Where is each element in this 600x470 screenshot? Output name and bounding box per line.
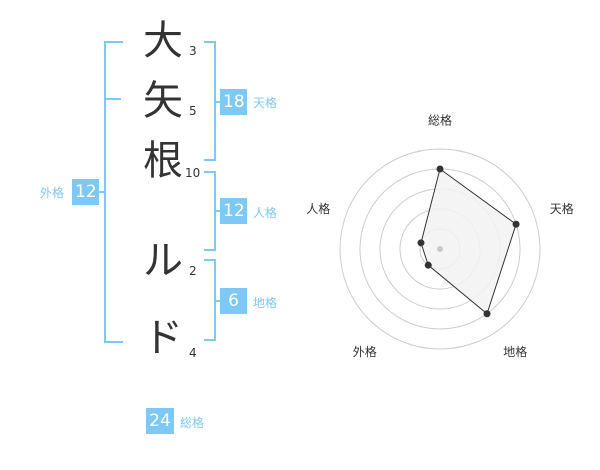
chikaku-value: 6 (220, 288, 247, 314)
radar-ring (339, 148, 541, 350)
radar-point-3 (483, 310, 491, 318)
chikaku-connector (214, 300, 220, 302)
gaikaku-label: 外格 (40, 186, 65, 200)
tenkaku-label: 天格 (253, 96, 278, 110)
name-char-1: 大 (143, 18, 183, 64)
radar-point-5 (417, 239, 425, 247)
stroke-count-4: 2 (189, 264, 197, 278)
radar-area (420, 168, 517, 315)
radar-center (437, 246, 443, 252)
chikaku-label: 地格 (253, 296, 278, 310)
radar-label-3: 地格 (503, 344, 527, 359)
tenkaku-connector (214, 101, 220, 103)
jinkaku-connector (214, 210, 220, 212)
stroke-count-5: 4 (189, 346, 197, 360)
gaikaku-connector (99, 191, 105, 193)
radar-label-2: 天格 (550, 201, 574, 216)
name-char-3: 根 (143, 138, 183, 184)
radar-point-2 (512, 220, 520, 228)
radar-label-1: 総格 (428, 113, 452, 128)
jinkaku-value: 12 (220, 198, 247, 224)
tenkaku-value: 18 (220, 89, 247, 115)
name-char-4: ル (143, 238, 183, 284)
radar-point-4 (424, 261, 432, 269)
radar-point-1 (436, 165, 444, 173)
soukaku-label: 総格 (180, 416, 205, 430)
gaikaku-bracket (104, 41, 123, 343)
name-char-5: ド (143, 315, 183, 361)
radar-points (417, 165, 520, 318)
soukaku-value: 24 (146, 408, 174, 434)
radar-label-5: 人格 (306, 201, 330, 216)
jinkaku-label: 人格 (253, 206, 278, 220)
stroke-count-2: 5 (189, 104, 197, 118)
gaikaku-value: 12 (72, 179, 99, 205)
gaikaku-bracket-tick (104, 98, 121, 100)
radar-label-4: 外格 (353, 344, 377, 359)
stroke-count-1: 3 (189, 44, 197, 58)
stroke-count-3: 10 (185, 166, 201, 180)
name-char-2: 矢 (143, 78, 183, 124)
